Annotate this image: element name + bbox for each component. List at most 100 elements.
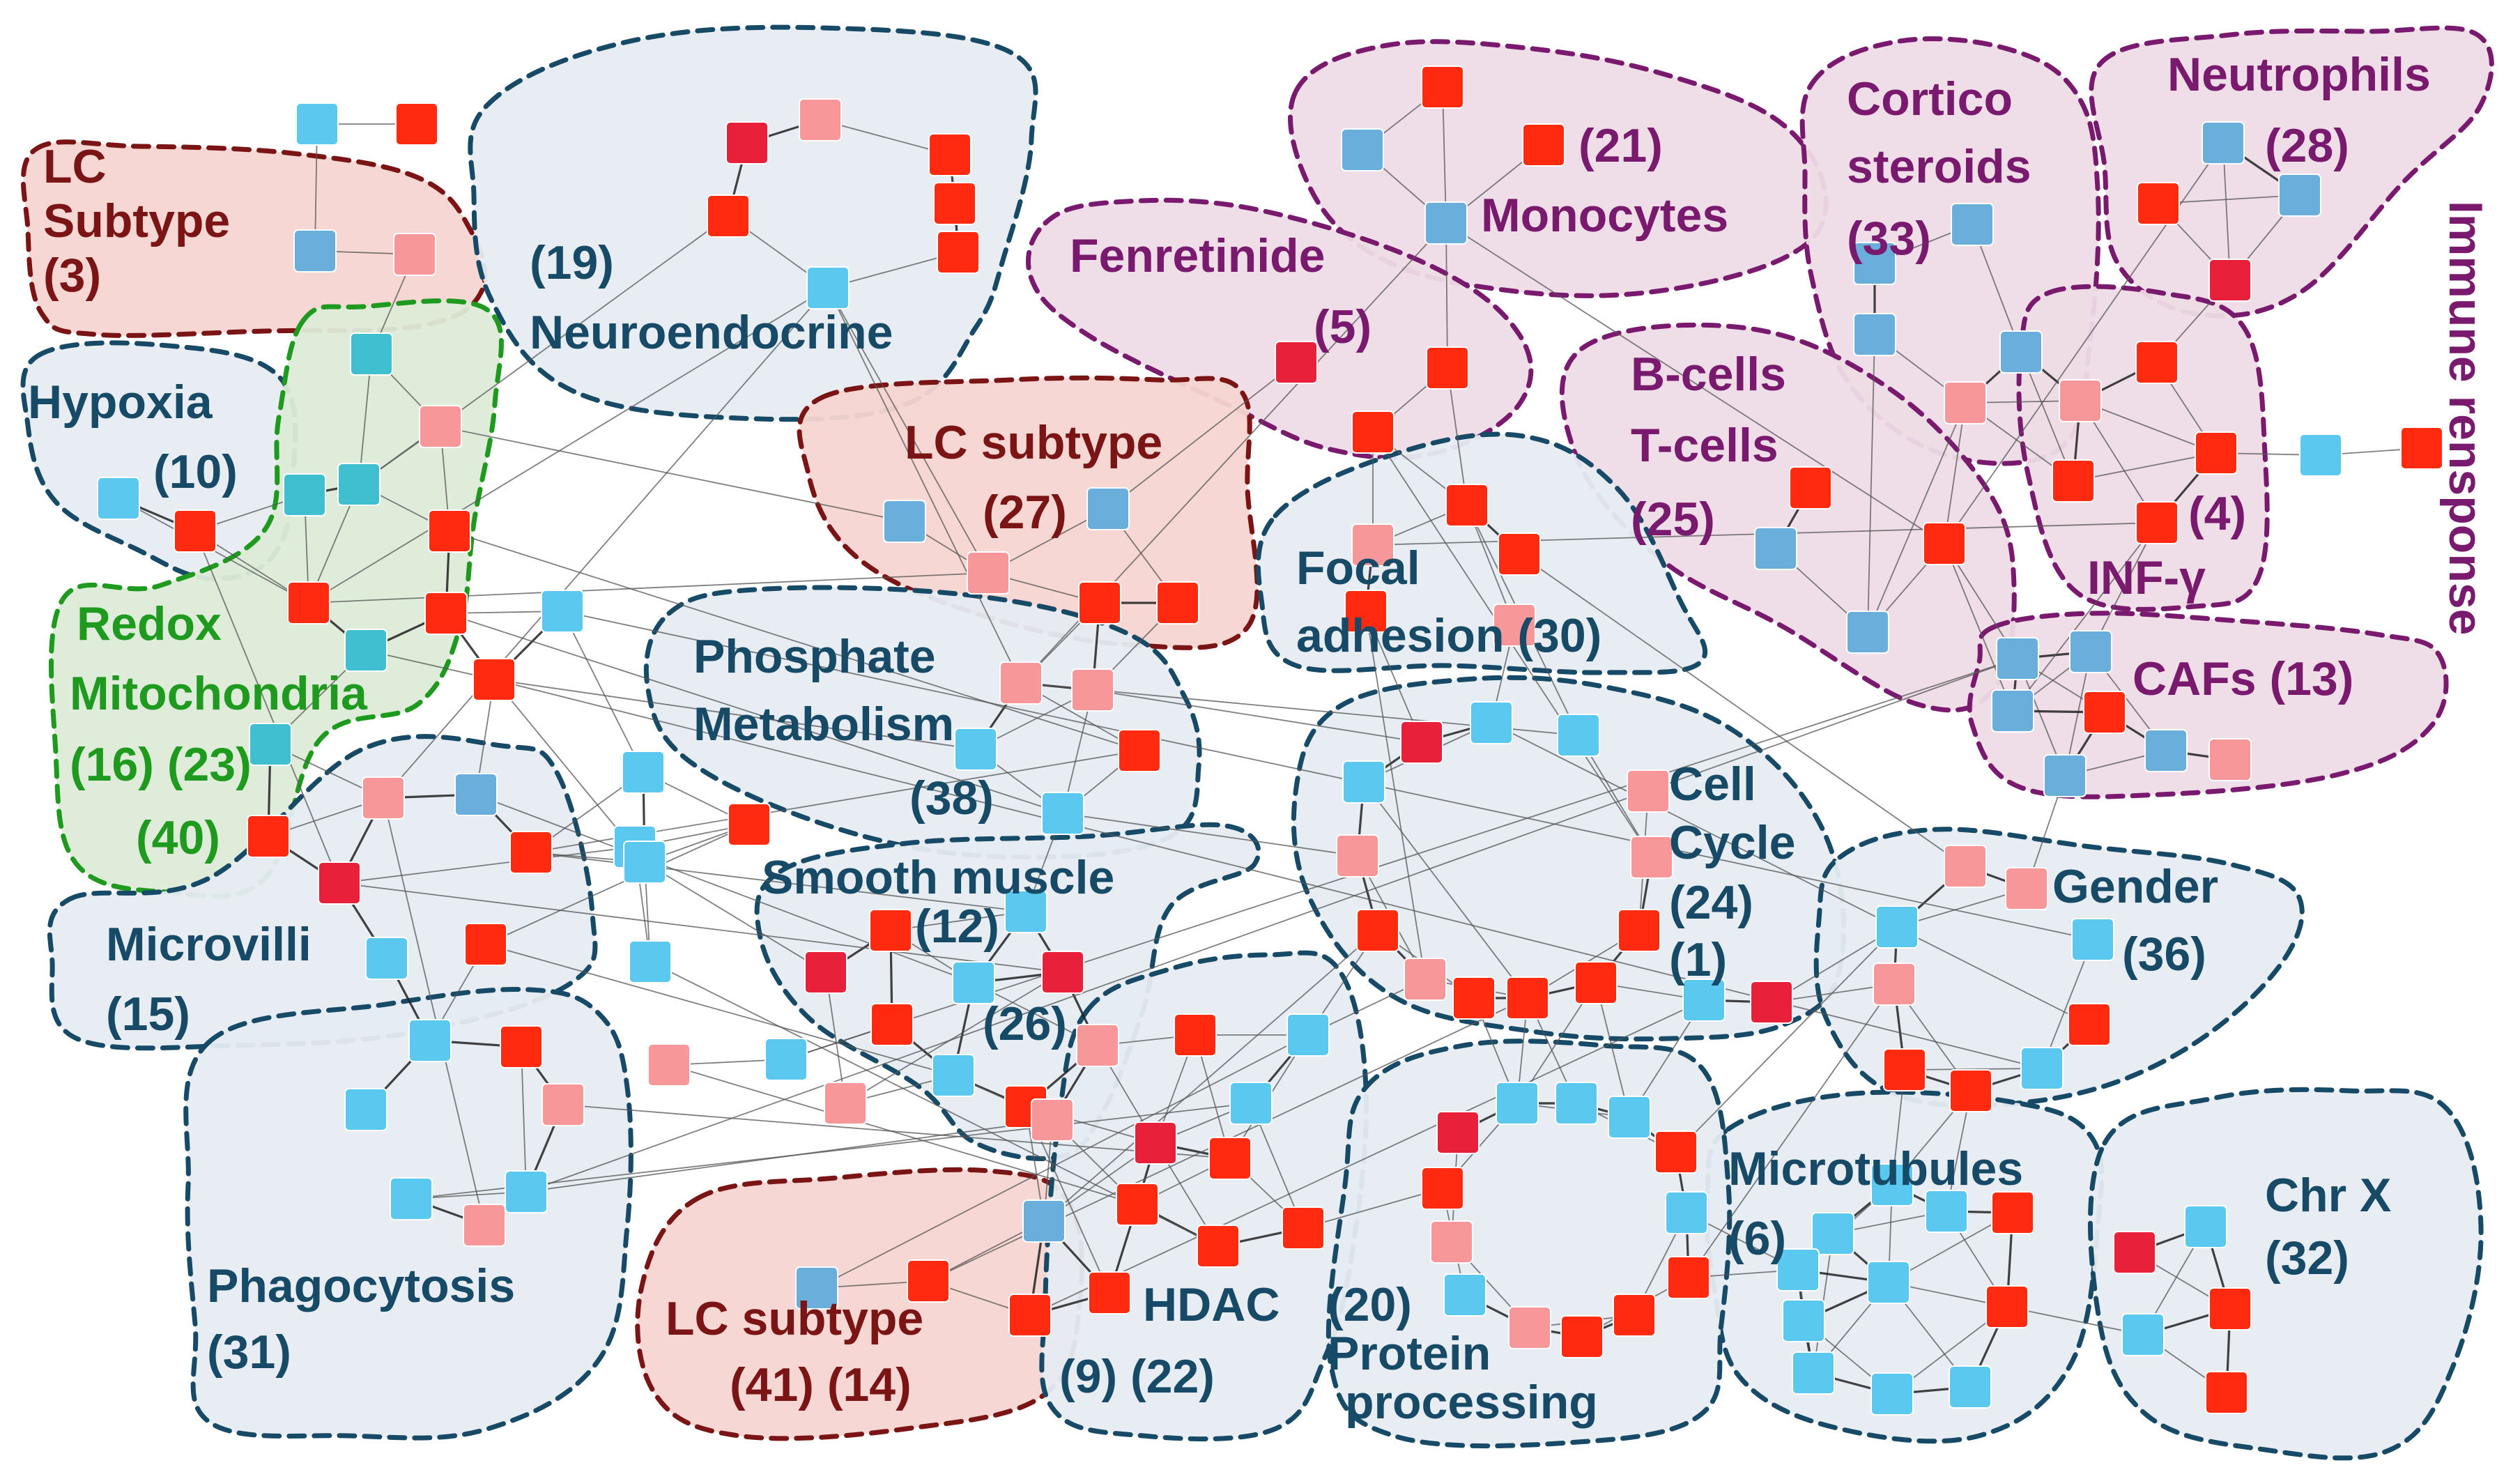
- network-edge: [890, 911, 1027, 931]
- module-label-line: Redox: [77, 597, 222, 650]
- network-edge: [308, 572, 989, 604]
- gene-node: [1004, 890, 1047, 933]
- gene-node: [1853, 313, 1896, 356]
- module-label-line: Focal: [1296, 542, 1420, 595]
- module-label-line: (26): [983, 997, 1067, 1050]
- gene-node: [1782, 1299, 1825, 1342]
- network-edge: [1675, 926, 1898, 1153]
- gene-node: [1421, 1167, 1464, 1210]
- network-edge: [1363, 781, 1528, 999]
- network-edge: [1491, 722, 2090, 1025]
- network-edge: [358, 353, 372, 485]
- module-label-line: Chr X: [2265, 1169, 2391, 1222]
- gene-node: [1344, 590, 1388, 633]
- gene-node: [1991, 1191, 2034, 1234]
- module-label-cafs: CAFs (13): [2133, 652, 2353, 705]
- network-edge: [339, 882, 1063, 973]
- network-edge: [521, 1046, 527, 1193]
- gene-node: [1654, 1130, 1698, 1174]
- module-label-hdac: HDAC(9) (22): [1059, 1278, 1280, 1403]
- network-edge: [383, 797, 485, 1226]
- gene-node: [1923, 522, 1966, 565]
- gene-node: [1846, 611, 1889, 654]
- gene-node: [2299, 434, 2342, 477]
- gene-node: [1088, 1271, 1131, 1314]
- gene-node: [390, 1177, 433, 1220]
- gene-node: [1421, 66, 1464, 109]
- gene-node: [806, 266, 850, 309]
- module-label-line: (16) (23): [70, 738, 252, 791]
- gene-node: [2205, 1371, 2248, 1414]
- module-label-line: Fenretinide: [1070, 229, 1326, 282]
- gene-node: [1608, 1096, 1651, 1139]
- module-label-gender: Gender(36): [2052, 860, 2218, 981]
- gene-node: [869, 909, 912, 952]
- gene-node: [419, 405, 462, 448]
- module-label-line: Microtubules: [1728, 1142, 2023, 1195]
- module-label-line: Microvilli: [106, 918, 312, 971]
- module-label-smooth-muscle: Smooth muscle(12)(26): [762, 851, 1114, 1050]
- network-edge: [1445, 222, 1448, 369]
- network-edge: [485, 944, 954, 1076]
- network-edge: [1303, 1188, 1443, 1229]
- module-label-line: (1): [1669, 933, 1727, 986]
- module-label-fenretinide: Fenretinide(5): [1070, 229, 1372, 353]
- gene-node: [1430, 1220, 1473, 1264]
- gene-node: [424, 592, 468, 635]
- gene-node: [344, 1088, 387, 1131]
- gene-node: [804, 951, 847, 994]
- gene-node: [933, 182, 976, 225]
- gene-node: [1574, 961, 1618, 1004]
- module-label-line: LC: [43, 140, 107, 193]
- gene-node: [1134, 1121, 1177, 1165]
- gene-node: [500, 1025, 543, 1068]
- module-label-monocytes: (21)Monocytes: [1481, 119, 1728, 242]
- module-labels: LCSubtype(3)(19)Neuroendocrine(21)Monocy…: [28, 48, 2492, 1429]
- module-label-phagocytosis: Phagocytosis(31): [207, 1259, 515, 1379]
- module-label-line: (10): [153, 445, 238, 498]
- module-region-inf-gamma: [2016, 284, 2270, 612]
- module-label-line: LC subtype: [666, 1292, 923, 1345]
- gene-node: [1286, 1013, 1330, 1057]
- gene-node: [1867, 1261, 1910, 1304]
- module-label-line: Monocytes: [1481, 189, 1728, 242]
- gene-node: [629, 940, 672, 983]
- gene-node: [1557, 714, 1600, 757]
- network-edge: [1029, 999, 1705, 1316]
- network-edge: [339, 846, 636, 884]
- module-label-line: (9) (22): [1059, 1350, 1215, 1403]
- gene-node: [707, 194, 750, 238]
- gene-node: [932, 1054, 975, 1097]
- module-label-line: LC subtype: [905, 416, 1162, 469]
- gene-node: [622, 751, 665, 794]
- network-edge: [308, 287, 829, 604]
- module-label-lc-subtype-27: LC subtype(27): [905, 416, 1162, 539]
- module-label-line: (25): [1631, 493, 1715, 546]
- gene-node: [2135, 501, 2179, 544]
- module-label-line: adhesion (30): [1296, 609, 1601, 662]
- network-edge: [2222, 142, 2231, 281]
- gene-node: [1342, 760, 1385, 804]
- gene-node: [2005, 867, 2048, 910]
- network-edge: [1092, 689, 1422, 743]
- gene-node: [1496, 1082, 1539, 1125]
- gene-node: [1789, 466, 1832, 509]
- network-edge: [562, 1104, 1231, 1159]
- gene-node: [174, 509, 217, 553]
- gene-node: [1949, 1365, 1992, 1409]
- network-edge: [1062, 813, 1358, 857]
- gene-node: [1630, 836, 1673, 879]
- network-edge: [1867, 402, 1966, 633]
- module-label-line: steroids: [1847, 140, 2031, 193]
- gene-node: [463, 1204, 506, 1247]
- gene-node: [952, 961, 995, 1004]
- gene-node: [1682, 979, 1726, 1022]
- gene-node: [725, 121, 769, 164]
- network-edge: [827, 287, 1022, 684]
- network-nodes: [97, 66, 2443, 1416]
- gene-node: [1031, 1098, 1074, 1142]
- network-edge: [827, 252, 959, 289]
